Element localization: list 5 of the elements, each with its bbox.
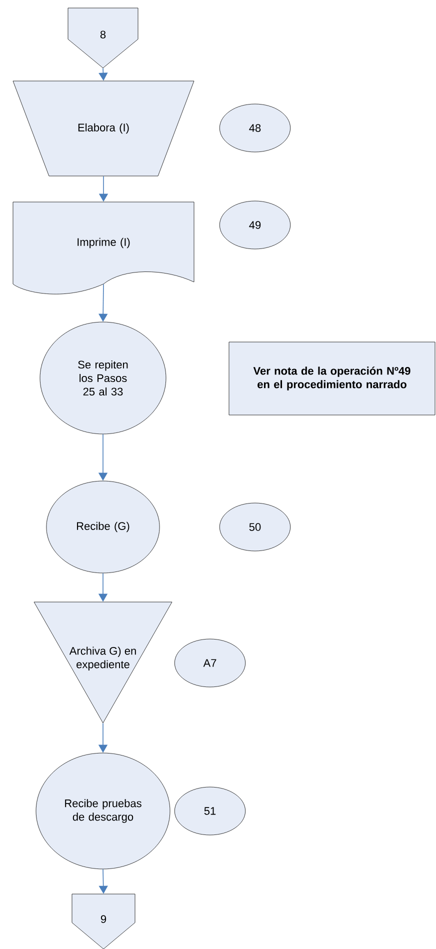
note-box: Ver nota de la operación Nº49 en el procedimiento narrado	[228, 342, 436, 416]
manual-operation-trapezoid: Elabora (I)	[12, 80, 194, 176]
off-page-connector: 9	[72, 894, 136, 949]
off-page-connector: 8	[68, 8, 138, 68]
storage-triangle: Archiva G) en expediente	[34, 602, 172, 724]
